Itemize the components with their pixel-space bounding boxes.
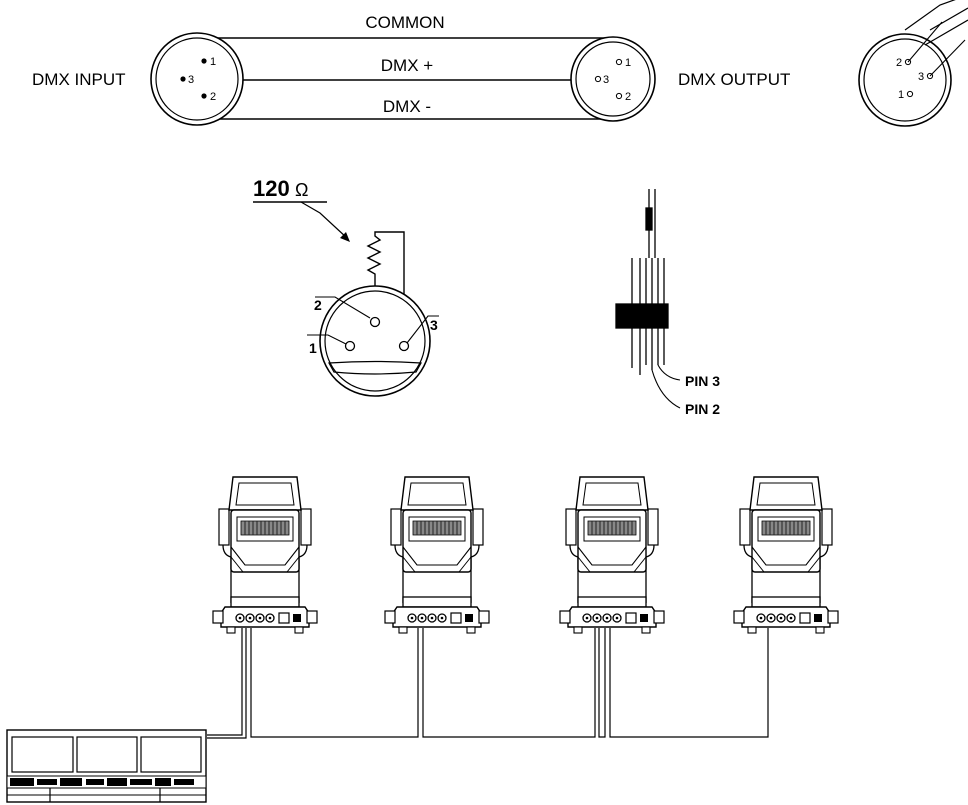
dmx-output-label: DMX OUTPUT	[678, 70, 790, 89]
dmx-plus-label: DMX +	[381, 56, 434, 75]
input-connector: 1 3 2	[150, 32, 244, 126]
plug-pin-2: 2	[896, 57, 902, 69]
pin2-label: PIN 2	[685, 401, 720, 417]
common-label: COMMON	[365, 13, 444, 32]
terminator-pin-2: 2	[314, 297, 322, 313]
terminator-pin-3: 3	[430, 317, 438, 333]
terminator-plug: 120 Ω 2 1 3	[253, 176, 439, 397]
output-pin-3: 3	[603, 74, 609, 86]
resistance-value: 120	[253, 176, 290, 201]
moving-head-fixture-3	[559, 476, 665, 634]
moving-head-fixture-4	[733, 476, 839, 634]
output-pin-1: 1	[625, 57, 631, 69]
wiring-cable	[198, 37, 613, 120]
plug-pin-3: 3	[918, 71, 924, 83]
plug-connector: 2 3 1	[858, 0, 968, 127]
daisy-chain-cable	[207, 628, 769, 739]
moving-head-fixture-2	[384, 476, 490, 634]
cable-sleeve	[615, 189, 681, 409]
dmx-input-label: DMX INPUT	[32, 70, 126, 89]
output-pin-2: 2	[625, 91, 631, 103]
input-pin-3: 3	[188, 74, 194, 86]
dmx-minus-label: DMX -	[383, 97, 431, 116]
input-pin-1: 1	[210, 56, 216, 68]
moving-head-fixture-1	[212, 476, 318, 634]
pin3-label: PIN 3	[685, 373, 720, 389]
dmx-console	[6, 729, 207, 803]
input-pin-2: 2	[210, 91, 216, 103]
output-connector: 1 3 2	[570, 36, 656, 122]
plug-pin-1: 1	[898, 89, 904, 101]
terminator-pin-1: 1	[309, 340, 317, 356]
resistance-unit: Ω	[295, 180, 308, 200]
